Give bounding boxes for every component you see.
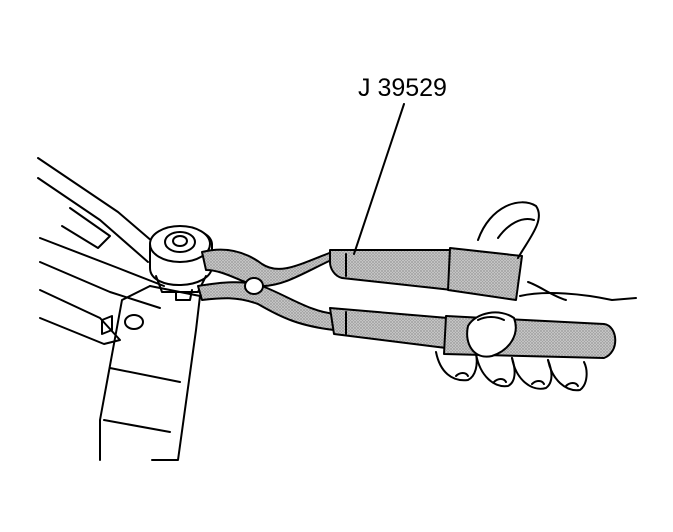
ball-joint: [149, 225, 213, 301]
linkage-bracket: [37, 157, 201, 461]
hand: [435, 201, 637, 392]
callout-leader-line: [353, 103, 405, 255]
separator-tool: [197, 247, 617, 359]
tool-callout-label: J 39529: [358, 74, 447, 102]
